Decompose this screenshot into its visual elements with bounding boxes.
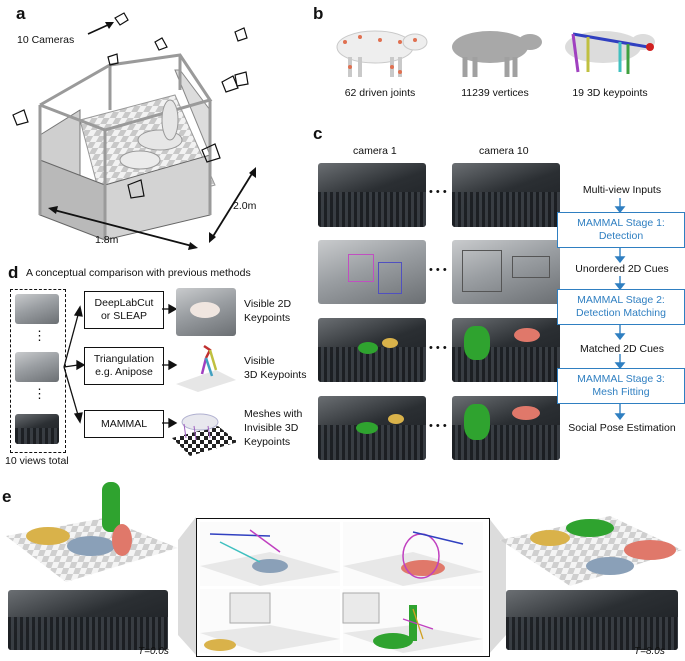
method-triangulation: Triangulation e.g. Anipose [84, 347, 164, 385]
pig-joints-model [336, 30, 428, 77]
panel-d-title: A conceptual comparison with previous me… [26, 267, 251, 279]
ellipsis-row3: • • • [429, 342, 447, 354]
pipeline-arrows [614, 198, 626, 421]
enclosure-illustration [12, 12, 256, 250]
panel-e-letter: e [2, 487, 12, 506]
e-mid-top-left [200, 522, 340, 586]
step-stage3-fitting: MAMMAL Stage 3: Mesh Fitting [557, 368, 685, 404]
d-result-3d-keypoints [176, 344, 236, 392]
step-social-pose: Social Pose Estimation [568, 422, 676, 434]
method-deeplabcut: DeepLabCut or SLEAP [84, 291, 164, 329]
views-total-label: 10 views total [5, 455, 69, 467]
d-result-arrows [162, 303, 178, 429]
panel-a-letter: a [16, 4, 26, 23]
dim-width-label: 1.8m [95, 234, 119, 246]
e-mid-bottom-left [200, 589, 340, 653]
e-bracket-shading [178, 517, 506, 655]
d-view-2 [15, 352, 59, 382]
d-view-3 [15, 414, 59, 444]
result-visible-2d: Visible 2D Keypoints [244, 298, 292, 324]
ellipsis-row1: • • • [429, 186, 447, 198]
pig-keypoints-model [565, 31, 655, 74]
c-cam1-detection [318, 240, 426, 304]
c-cam10-detection [452, 240, 560, 304]
camera10-label: camera 10 [479, 145, 529, 157]
c-cam10-fitting [452, 396, 560, 460]
panel-c-letter: c [313, 124, 323, 143]
caption-vertices: 11239 vertices [461, 87, 529, 99]
e-left-scene [6, 482, 178, 582]
d-vdots-2: ⋮ [33, 386, 46, 401]
panel-d-letter: d [8, 263, 19, 282]
caption-keypoints: 19 3D keypoints [572, 87, 648, 99]
e-mid-top-right [343, 522, 483, 586]
d-view-1 [15, 294, 59, 324]
result-meshes: Meshes with Invisible 3D Keypoints [244, 408, 303, 448]
step-multiview-inputs: Multi-view Inputs [582, 184, 662, 196]
caption-joints: 62 driven joints [344, 87, 416, 99]
step-matched-cues: Matched 2D Cues [579, 343, 665, 355]
c-cam10-input [452, 163, 560, 227]
e-mid-bottom-right [342, 589, 483, 653]
e-right-scene [500, 516, 682, 586]
cameras-label: 10 Cameras [17, 34, 75, 46]
result-visible-3d: Visible 3D Keypoints [244, 355, 307, 381]
d-result-meshes [172, 413, 238, 456]
panel-b-letter: b [313, 4, 324, 23]
d-result-2d [176, 288, 236, 336]
c-cam1-matching [318, 318, 426, 382]
camera1-label: camera 1 [353, 145, 397, 157]
e-right-photo [506, 590, 678, 650]
c-cam1-fitting [318, 396, 426, 460]
step-stage2-matching: MAMMAL Stage 2: Detection Matching [557, 289, 685, 325]
d-fan-arrows [63, 305, 86, 424]
e-time-end: T=8.0s [634, 646, 665, 657]
pig-mesh-model [452, 31, 542, 77]
ellipsis-row4: • • • [429, 420, 447, 432]
d-vdots-1: ⋮ [33, 328, 46, 343]
c-cam1-input [318, 163, 426, 227]
e-time-start: T=0.0s [138, 646, 169, 657]
c-cam10-matching [452, 318, 560, 382]
ellipsis-row2: • • • [429, 264, 447, 276]
step-unordered-cues: Unordered 2D Cues [575, 263, 669, 275]
dim-depth-label: 2.0m [233, 200, 257, 212]
method-mammal: MAMMAL [84, 410, 164, 438]
e-left-photo [8, 590, 168, 650]
